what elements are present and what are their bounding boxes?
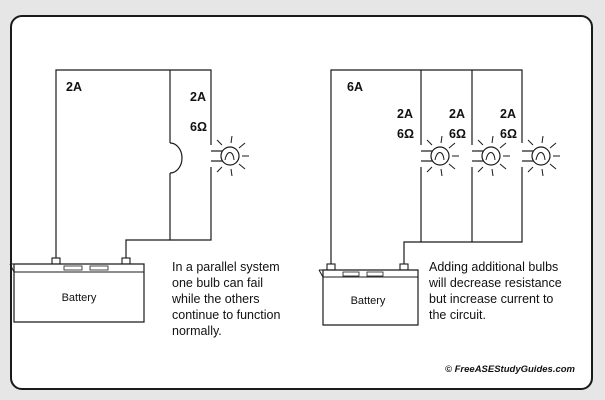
right-wire-bottom (403, 167, 523, 264)
right-branch2-resistance: 6Ω (449, 127, 466, 141)
battery-label: Battery (62, 292, 97, 304)
right-branch3-resistance: 6Ω (500, 127, 517, 141)
right-wire-outer (330, 69, 523, 264)
right-branch3-current: 2A (500, 107, 516, 121)
left-caption: In a parallel system one bulb can fail w… (172, 260, 281, 338)
left-branch2-current: 2A (190, 90, 206, 104)
lit-bulb-icon (211, 135, 249, 177)
right-caption: Adding additional bulbs will decrease re… (429, 260, 562, 322)
battery-icon: Battery (318, 263, 419, 326)
right-branch2-current: 2A (449, 107, 465, 121)
right-circuit: Battery 6A 2A 6Ω 2A 6Ω 2A 6Ω (318, 69, 560, 326)
left-wire-branch-lower (125, 173, 171, 258)
right-branch1-current: 2A (397, 107, 413, 121)
left-circuit: Battery 2A 2A 6Ω (9, 69, 249, 323)
battery-icon: Battery (9, 257, 145, 323)
battery-label: Battery (351, 295, 386, 307)
left-wire-lower-right (170, 167, 212, 241)
right-total-current: 6A (347, 80, 363, 94)
copyright-notice: © FreeASEStudyGuides.com (444, 364, 575, 375)
failed-bulb-icon (169, 142, 183, 174)
right-branch1-resistance: 6Ω (397, 127, 414, 141)
left-branch2-resistance: 6Ω (190, 120, 207, 134)
left-branch1-current: 2A (66, 80, 82, 94)
lit-bulb-icon (421, 135, 459, 177)
lit-bulb-icon (522, 135, 560, 177)
lit-bulb-icon (472, 135, 510, 177)
left-wire-outer (55, 69, 212, 258)
diagram-frame (10, 15, 593, 390)
